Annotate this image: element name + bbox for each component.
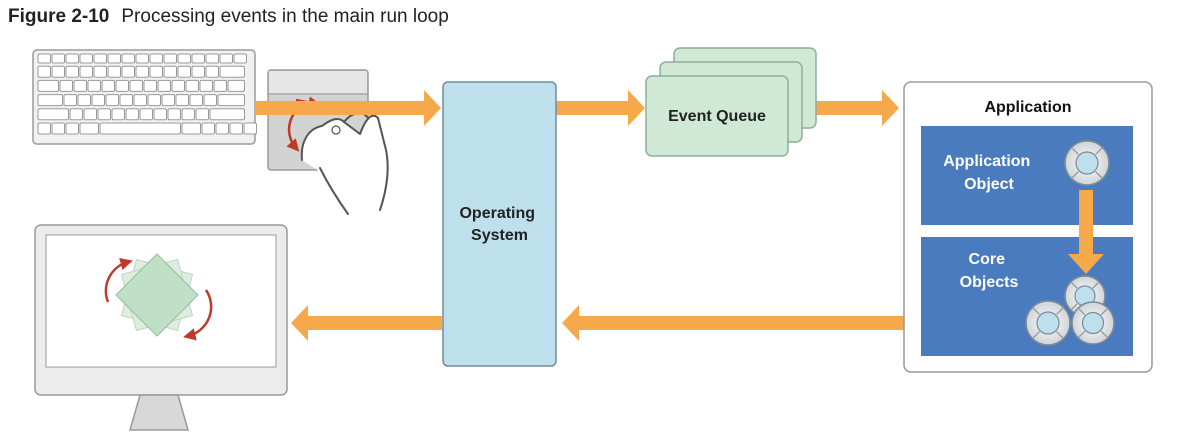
hand-icon <box>300 112 389 215</box>
os-label-line2: System <box>471 227 528 244</box>
arrow-os-to-queue <box>556 90 645 126</box>
keyboard-icon <box>32 49 257 145</box>
core-object-knob-icon <box>1025 300 1071 346</box>
event-queue-label: Event Queue <box>668 108 766 125</box>
figure-caption: Figure 2-10 Processing events in the main… <box>8 6 449 28</box>
application-label: Application <box>984 99 1071 116</box>
figure-title: Processing events in the main run loop <box>121 6 449 27</box>
arrow-input-to-os <box>255 90 441 126</box>
core-objects-line2: Objects <box>960 274 1019 291</box>
arrow-app-to-os <box>562 305 1040 341</box>
operating-system-box: Operating System <box>442 81 557 367</box>
rotated-shape-icon <box>104 253 213 341</box>
application-object-line1: Application <box>943 153 1030 170</box>
core-object-knob-icon <box>1071 301 1115 345</box>
event-queue-stack: Event Queue <box>645 47 817 157</box>
arrow-queue-to-app <box>810 90 899 126</box>
arrow-appobject-to-core <box>1068 190 1104 274</box>
figure-number: Figure 2-10 <box>8 6 110 27</box>
os-label-line1: Operating <box>459 205 535 222</box>
svg-text:Operating System: Operating System <box>459 205 539 244</box>
application-object-knob-icon <box>1064 140 1110 186</box>
arrow-os-to-display <box>291 305 442 341</box>
svg-text:Application Object: Application Object <box>943 153 1035 193</box>
application-object-line2: Object <box>964 176 1014 193</box>
svg-text:Core Objects: Core Objects <box>960 251 1019 291</box>
core-objects-line1: Core <box>969 251 1006 268</box>
